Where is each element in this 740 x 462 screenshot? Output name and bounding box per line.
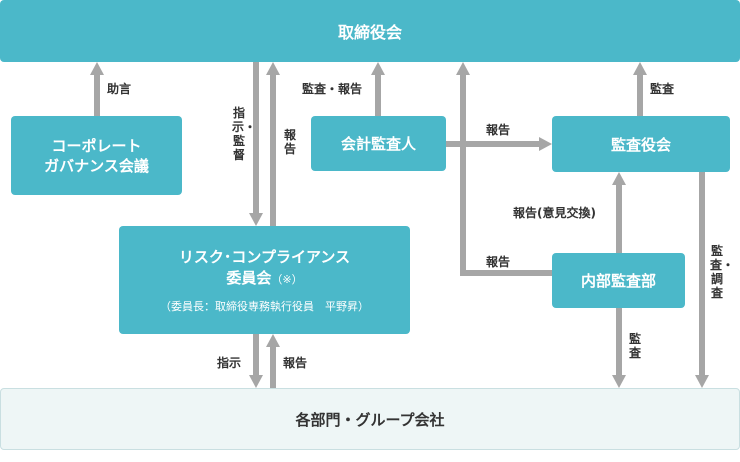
accounting-auditor-label: 会計監査人 bbox=[340, 135, 416, 153]
instruct-label: 指示 bbox=[217, 356, 242, 370]
departments-report-label: 報告 bbox=[283, 356, 308, 370]
arrowhead bbox=[612, 172, 626, 185]
instruct-supervise-label: 指示・監督 bbox=[232, 106, 257, 162]
risk-committee-chair: （委員長：取締役専務執行役員 平野昇） bbox=[160, 299, 369, 313]
risk-committee-label-1: リスク･コンプライアンス bbox=[178, 247, 351, 266]
arrowhead bbox=[456, 62, 470, 75]
arrowhead bbox=[539, 137, 552, 151]
arrowhead bbox=[90, 62, 104, 75]
arrowhead bbox=[249, 213, 263, 226]
arrowhead bbox=[371, 62, 385, 75]
board-of-directors-label: 取締役会 bbox=[337, 23, 402, 42]
corporate-governance-label-1: コーポレート bbox=[51, 136, 142, 155]
audit-board-audit-label: 監査 bbox=[650, 82, 675, 96]
risk-report-label: 報告 bbox=[283, 128, 296, 156]
risk-committee-note: （※） bbox=[271, 272, 303, 286]
internal-audit-down-label: 監査 bbox=[628, 332, 641, 360]
corporate-governance-label-2: ガバナンス会議 bbox=[44, 156, 149, 175]
audit-report-label: 監査・報告 bbox=[302, 82, 363, 96]
arrowhead bbox=[695, 375, 709, 388]
audit-investigate-label: 監査・調査 bbox=[710, 244, 735, 300]
arrowhead bbox=[266, 62, 280, 75]
board-of-directors-box: 取締役会 bbox=[0, 0, 740, 62]
risk-compliance-committee-box: リスク･コンプライアンス 委員会（※） （委員長：取締役専務執行役員 平野昇） bbox=[119, 226, 410, 334]
auditor-report-label: 報告 bbox=[486, 123, 511, 137]
corporate-governance-box: コーポレート ガバナンス会議 bbox=[11, 116, 182, 195]
assist-label: 助言 bbox=[107, 82, 132, 96]
departments-box: 各部門・グループ会社 bbox=[0, 388, 740, 450]
audit-board-label: 監査役会 bbox=[610, 135, 671, 154]
accounting-auditor-box: 会計監査人 bbox=[311, 116, 446, 171]
audit-board-box: 監査役会 bbox=[552, 116, 730, 172]
arrowhead bbox=[266, 334, 280, 347]
departments-label: 各部門・グループ会社 bbox=[295, 410, 445, 429]
internal-report-label: 報告 bbox=[486, 255, 511, 269]
arrowhead bbox=[633, 62, 647, 75]
risk-committee-label-2: 委員会 bbox=[226, 268, 272, 287]
arrowhead bbox=[612, 375, 626, 388]
internal-audit-label: 内部監査部 bbox=[580, 272, 656, 290]
internal-audit-box: 内部監査部 bbox=[552, 253, 685, 308]
arrowhead bbox=[249, 375, 263, 388]
report-exchange-label: 報告(意見交換) bbox=[513, 206, 596, 220]
